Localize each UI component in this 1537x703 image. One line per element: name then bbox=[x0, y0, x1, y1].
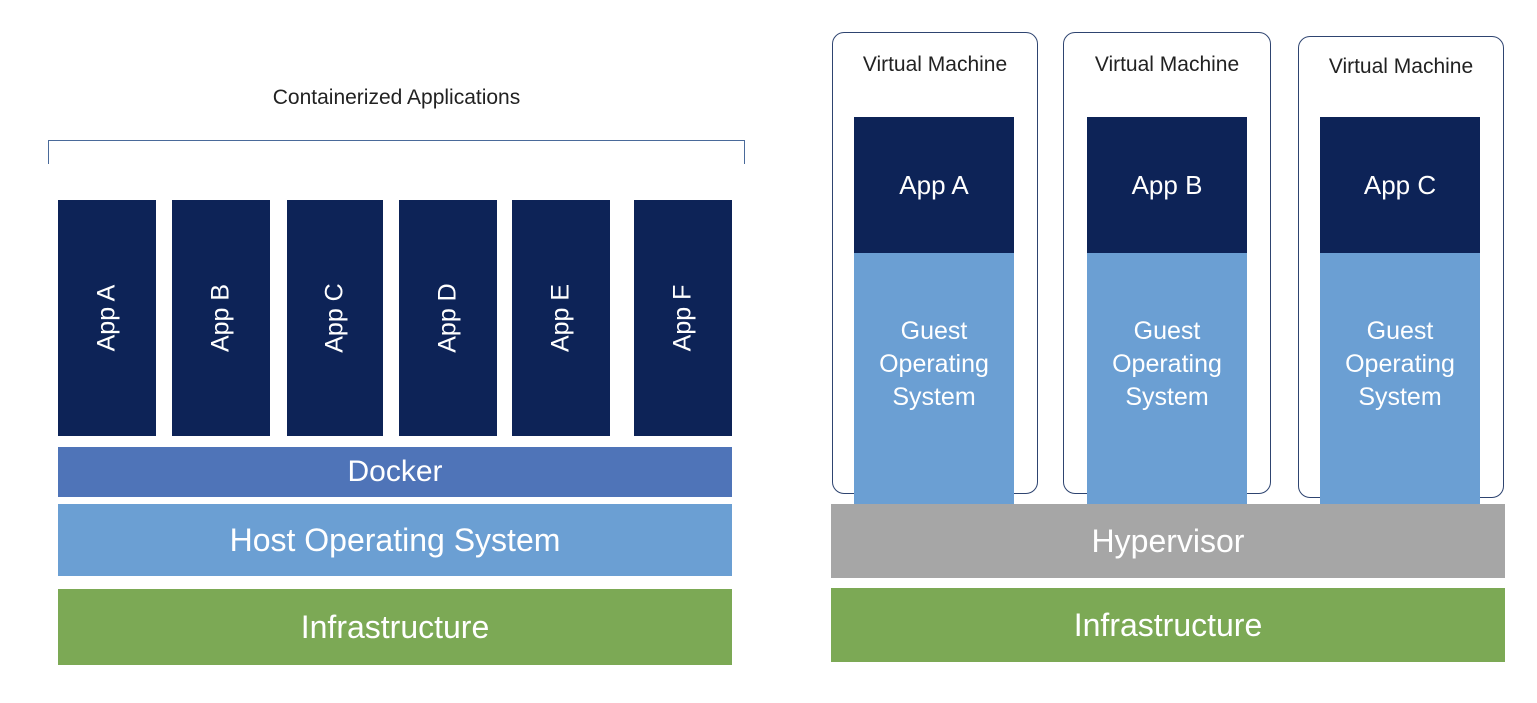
vm-title: Virtual Machine bbox=[1328, 55, 1474, 78]
container-app-label: App B bbox=[206, 283, 235, 353]
container-infrastructure-layer: Infrastructure bbox=[58, 589, 732, 665]
container-app-e: App E bbox=[512, 200, 610, 436]
vm-title: Virtual Machine bbox=[862, 53, 1008, 76]
container-app-label: App F bbox=[668, 284, 697, 352]
virtual-machine-b: Virtual Machine App B Guest Operating Sy… bbox=[1063, 32, 1271, 541]
container-app-label: App D bbox=[433, 283, 462, 353]
container-app-label: App E bbox=[546, 283, 575, 353]
container-app-f: App F bbox=[634, 200, 732, 436]
containerized-apps-bracket bbox=[48, 140, 745, 164]
container-app-label: App C bbox=[320, 283, 349, 353]
virtual-machine-c: Virtual Machine App C Guest Operating Sy… bbox=[1298, 36, 1504, 543]
vm-title: Virtual Machine bbox=[1094, 53, 1240, 76]
containerized-applications-title: Containerized Applications bbox=[272, 86, 521, 109]
vm-infrastructure-layer: Infrastructure bbox=[831, 588, 1505, 662]
virtual-machine-a: Virtual Machine App A Guest Operating Sy… bbox=[832, 32, 1038, 541]
guest-os: Guest Operating System bbox=[1087, 253, 1247, 541]
vm-app: App C bbox=[1320, 117, 1480, 253]
guest-os: Guest Operating System bbox=[854, 253, 1014, 541]
container-app-b: App B bbox=[172, 200, 270, 436]
vm-app: App A bbox=[854, 117, 1014, 253]
host-os-layer: Host Operating System bbox=[58, 504, 732, 576]
guest-os: Guest Operating System bbox=[1320, 253, 1480, 543]
container-app-d: App D bbox=[399, 200, 497, 436]
vm-app: App B bbox=[1087, 117, 1247, 253]
container-app-a: App A bbox=[58, 200, 156, 436]
docker-layer: Docker bbox=[58, 447, 732, 497]
container-app-c: App C bbox=[287, 200, 383, 436]
hypervisor-layer: Hypervisor bbox=[831, 504, 1505, 578]
container-app-label: App A bbox=[92, 284, 121, 352]
